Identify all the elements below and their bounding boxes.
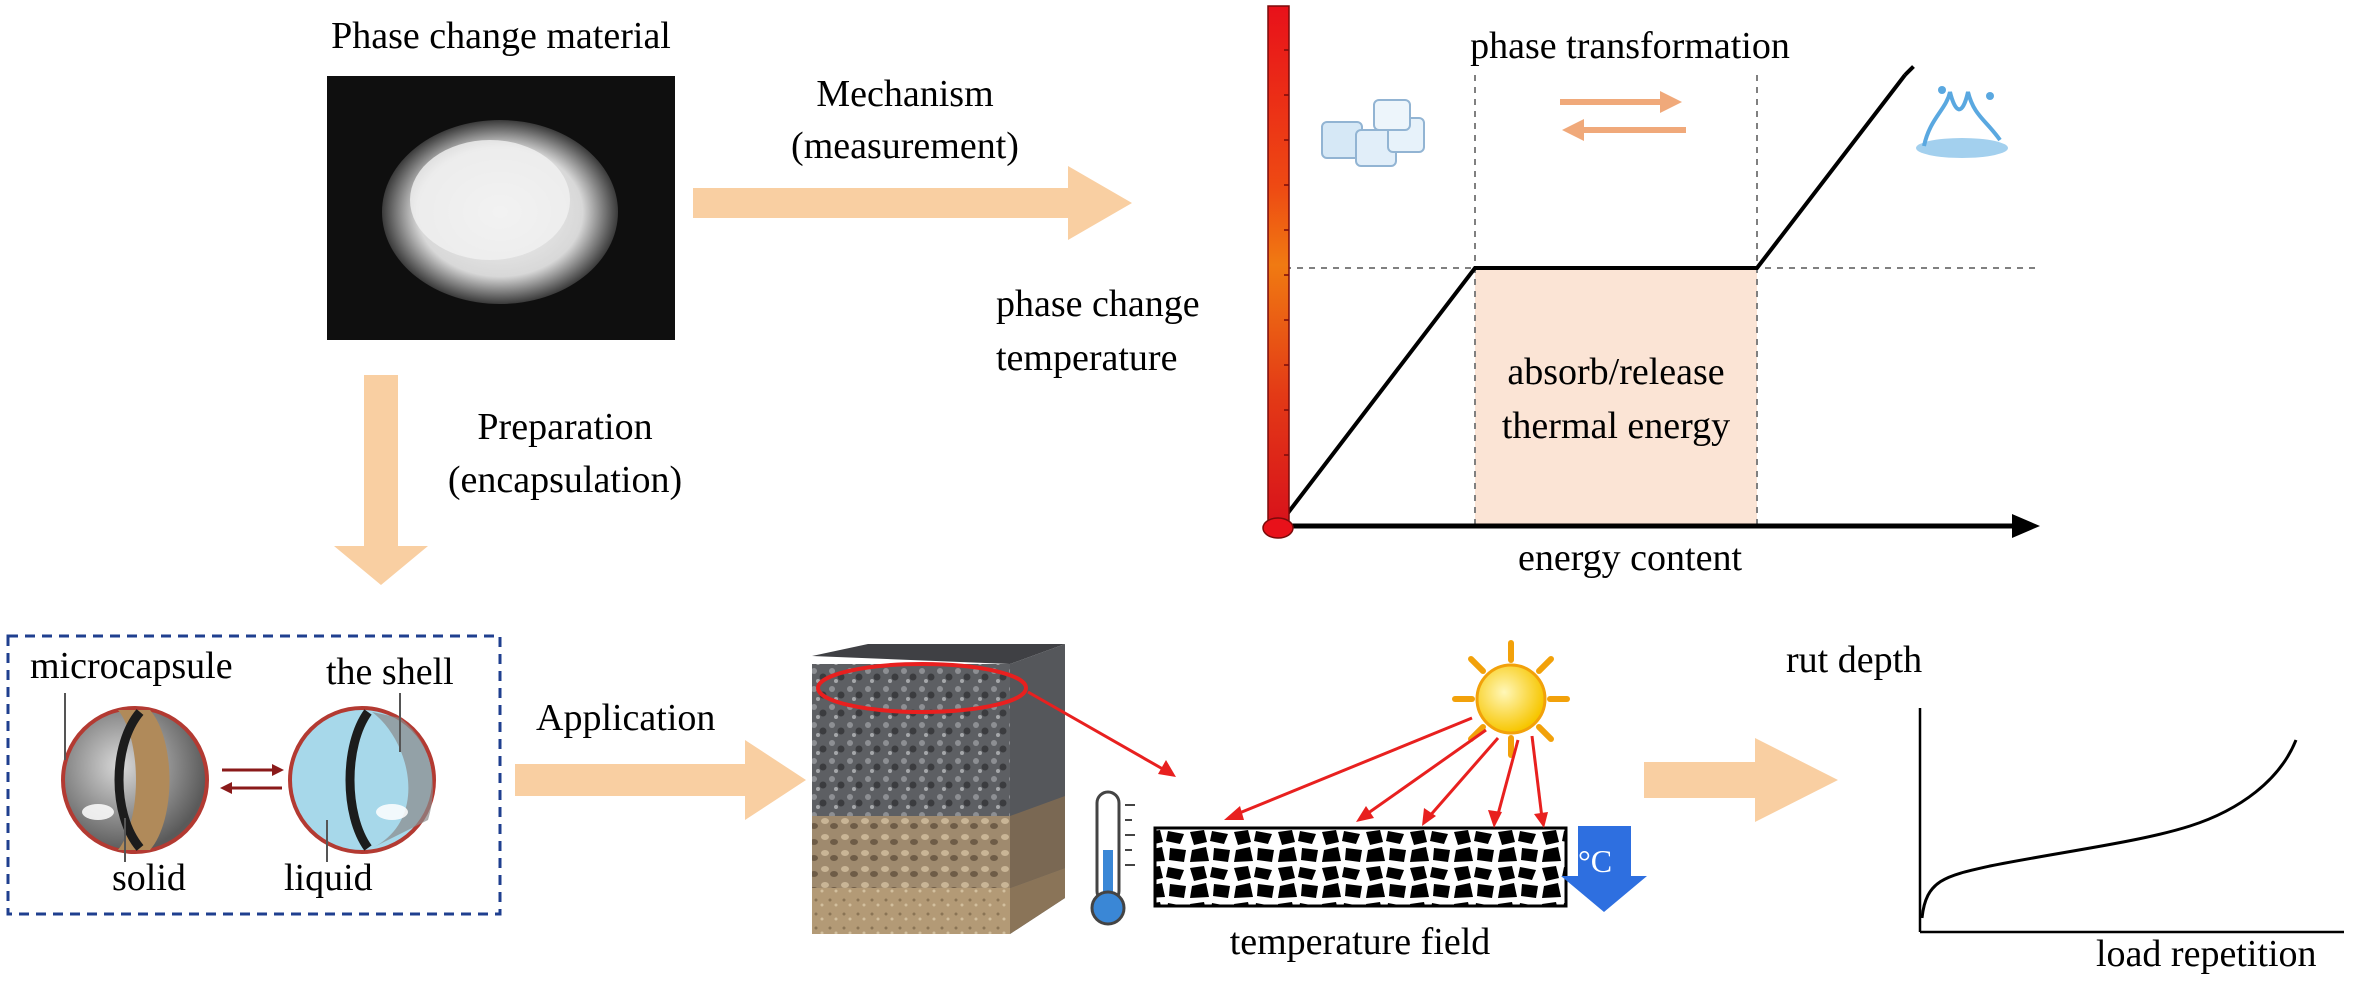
pcm-photo bbox=[327, 76, 675, 340]
application-arrow bbox=[515, 740, 806, 820]
solid-label: solid bbox=[112, 857, 186, 899]
reversible-arrows-icon bbox=[1560, 91, 1686, 141]
phase-change-label: phase change bbox=[996, 283, 1200, 325]
result-arrow bbox=[1644, 738, 1838, 822]
phase-curve bbox=[1279, 73, 1907, 524]
plateau-region bbox=[1475, 268, 1757, 526]
thermometer-axis bbox=[1267, 5, 1290, 525]
thermometer-icon bbox=[1090, 790, 1135, 926]
microcapsule-panel bbox=[6, 634, 502, 916]
temperature-label: temperature bbox=[996, 337, 1178, 379]
pcm-title: Phase change material bbox=[331, 15, 671, 57]
measurement-label: (measurement) bbox=[791, 125, 1019, 167]
temperature-field-label: temperature field bbox=[1229, 921, 1491, 963]
microcapsule-label: microcapsule bbox=[30, 645, 233, 687]
mechanism-label: Mechanism bbox=[816, 73, 994, 115]
sun-icon bbox=[1452, 640, 1570, 758]
aggregate-strip bbox=[1153, 826, 1568, 908]
absorb-release-label: absorb/release bbox=[1507, 351, 1725, 393]
encapsulation-label: (encapsulation) bbox=[447, 459, 683, 501]
thermometer-bulb bbox=[1262, 517, 1294, 539]
pavement-block bbox=[812, 644, 1176, 934]
water-splash-icon bbox=[1916, 86, 2008, 158]
shell-label: the shell bbox=[326, 651, 454, 693]
rut-depth-label: rut depth bbox=[1786, 639, 1923, 681]
surface-highlight-ellipse bbox=[816, 662, 1028, 714]
application-label: Application bbox=[536, 697, 716, 739]
thermometer-ticks bbox=[1284, 49, 1289, 456]
preparation-arrow bbox=[334, 375, 428, 585]
celsius-badge: °C bbox=[1578, 843, 1613, 879]
energy-content-label: energy content bbox=[1517, 537, 1743, 579]
rut-chart bbox=[1918, 708, 2344, 934]
ice-cubes-icon bbox=[1321, 99, 1425, 167]
mechanism-arrow bbox=[693, 166, 1132, 240]
preparation-label: Preparation bbox=[477, 406, 653, 448]
liquid-label: liquid bbox=[284, 857, 373, 899]
phase-graph bbox=[1262, 5, 2040, 539]
x-axis-arrowhead bbox=[2012, 514, 2040, 538]
cooling-arrow-icon bbox=[1561, 826, 1647, 912]
sun-rays bbox=[1224, 716, 1548, 828]
phase-transformation-title: phase transformation bbox=[1470, 25, 1790, 67]
capsule-leader-lines bbox=[64, 693, 401, 862]
temperature-field bbox=[1153, 826, 1568, 908]
capsule-solid-icon bbox=[61, 706, 209, 854]
capsule-liquid-icon bbox=[288, 706, 436, 854]
rut-curve bbox=[1920, 739, 2298, 919]
thermal-energy-label: thermal energy bbox=[1501, 405, 1731, 447]
capsule-conversion-arrows-icon bbox=[220, 764, 284, 794]
load-repetition-label: load repetition bbox=[2096, 933, 2317, 975]
phase-curve-extension bbox=[1903, 60, 1920, 77]
